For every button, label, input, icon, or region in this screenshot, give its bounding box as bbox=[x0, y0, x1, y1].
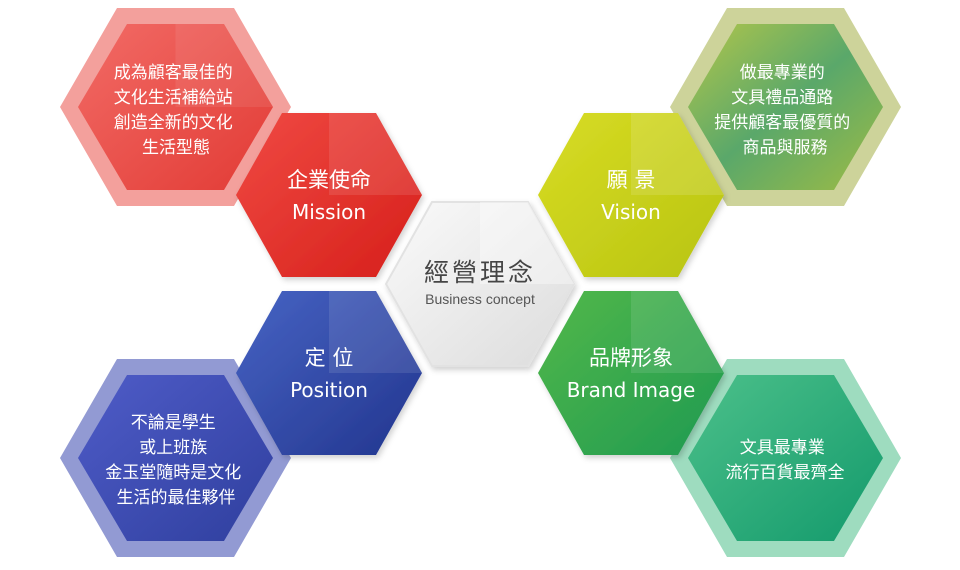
brand-subtitle: Brand Image bbox=[567, 378, 696, 402]
brand-hexagon: 品牌形象 Brand Image bbox=[538, 291, 724, 455]
brand-detail-text: 文具最專業 流行百貨最齊全 bbox=[726, 438, 845, 483]
position-detail-text: 不論是學生 或上班族 金玉堂隨時是文化 生活的最佳夥伴 bbox=[105, 413, 246, 508]
position-subtitle: Position bbox=[290, 378, 368, 402]
position-title: 定 位 bbox=[305, 346, 354, 370]
brand-detail-hexagon: 文具最專業 流行百貨最齊全 bbox=[670, 359, 901, 557]
center-hexagon: 經營理念 Business concept bbox=[384, 201, 576, 367]
mission-subtitle: Mission bbox=[292, 200, 366, 224]
mission-detail-hexagon: 成為顧客最佳的 文化生活補給站 創造全新的文化 生活型態 bbox=[60, 8, 291, 206]
mission-detail-text: 成為顧客最佳的 文化生活補給站 創造全新的文化 生活型態 bbox=[114, 63, 238, 158]
center-title: 經營理念 bbox=[424, 258, 536, 287]
center-subtitle: Business concept bbox=[425, 291, 535, 307]
vision-subtitle: Vision bbox=[601, 200, 661, 224]
vision-detail-hexagon: 做最專業的 文具禮品通路 提供顧客最優質的 商品與服務 bbox=[670, 8, 901, 206]
mission-title: 企業使命 bbox=[287, 168, 371, 192]
position-hexagon: 定 位 Position bbox=[236, 291, 422, 455]
brand-title: 品牌形象 bbox=[589, 346, 673, 370]
vision-title: 願 景 bbox=[607, 168, 656, 192]
vision-hexagon: 願 景 Vision bbox=[538, 113, 724, 277]
position-detail-hexagon: 不論是學生 或上班族 金玉堂隨時是文化 生活的最佳夥伴 bbox=[60, 359, 291, 557]
mission-hexagon: 企業使命 Mission bbox=[236, 113, 422, 277]
vision-detail-text: 做最專業的 文具禮品通路 提供顧客最優質的 商品與服務 bbox=[714, 63, 855, 158]
